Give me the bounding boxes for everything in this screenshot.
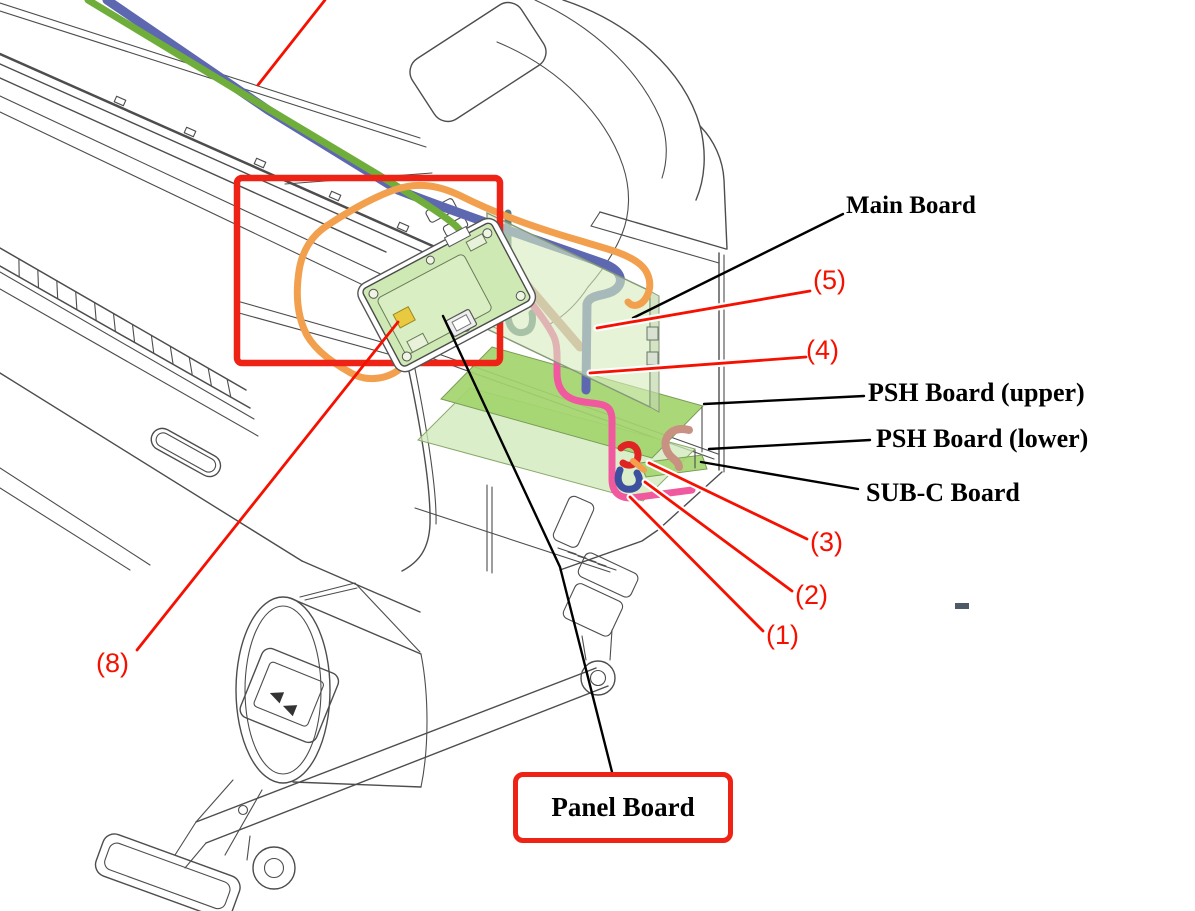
black-leader-lines: [441, 212, 872, 774]
num1-leader: [628, 495, 765, 633]
top-edge-leader: [256, 0, 327, 87]
printer-top-rails: [0, 2, 501, 337]
label-sub-c: SUB-C Board: [866, 478, 1020, 507]
red-hook-cable: [617, 441, 642, 469]
label-psh-lower: PSH Board (lower): [876, 424, 1089, 453]
stand-foot: [94, 833, 241, 911]
arrow-icon: [282, 705, 298, 717]
panel-board-pcb: [357, 217, 537, 373]
screw-icon: [401, 351, 412, 362]
screw-icon: [515, 290, 526, 301]
num8-leader: [135, 320, 400, 652]
darkblue-hook-cable: [614, 466, 643, 493]
main-board-leader: [631, 212, 845, 320]
psh-lower-leader: [707, 438, 872, 451]
screw-icon: [482, 228, 493, 239]
front-handle: [150, 427, 222, 478]
num2-leader: [643, 480, 794, 593]
panel-board-leader: [441, 314, 614, 774]
callout-4: (4): [806, 335, 839, 365]
screw-icon: [425, 255, 435, 265]
callout-8: (8): [96, 648, 129, 678]
side-slot: [552, 495, 595, 548]
left-caster-wheel: [252, 846, 296, 890]
callout-3: (3): [810, 527, 843, 557]
num4-leader: [588, 355, 808, 375]
num5-leader: [595, 289, 812, 330]
sub-c-leader: [699, 460, 860, 491]
callout-5: (5): [813, 265, 846, 295]
callout-1: (1): [766, 620, 799, 650]
panel-board-label-box: Panel Board: [513, 772, 733, 843]
board-connector: [646, 351, 659, 366]
num3-leader: [647, 461, 809, 541]
red-leader-lines: [135, 0, 814, 652]
right-caster-bracket: [562, 552, 639, 637]
salmon-cable-sub: [661, 425, 693, 471]
arrow-icon: [269, 692, 285, 704]
drum-face-plate: [239, 647, 340, 744]
right-caster-wheel: [580, 660, 616, 696]
spindle-drum: [235, 596, 331, 784]
board-connector: [646, 326, 659, 341]
screw-icon: [368, 288, 379, 299]
stand-assembly: [94, 552, 639, 911]
label-main-board: Main Board: [846, 192, 976, 219]
dash-mark: [955, 603, 969, 609]
rail-clips: [113, 95, 410, 233]
leg-bar: [195, 667, 597, 823]
orange-stub-cable: [630, 458, 647, 473]
front-ridge-band: [0, 247, 259, 437]
label-panel-board: Panel Board: [551, 792, 695, 822]
vent-grille: [557, 547, 617, 571]
callout-2: (2): [795, 580, 828, 610]
cover-window: [409, 1, 547, 123]
label-psh-upper: PSH Board (upper): [868, 378, 1085, 407]
psh-upper-leader: [702, 394, 866, 406]
orange-cable: [293, 181, 654, 383]
